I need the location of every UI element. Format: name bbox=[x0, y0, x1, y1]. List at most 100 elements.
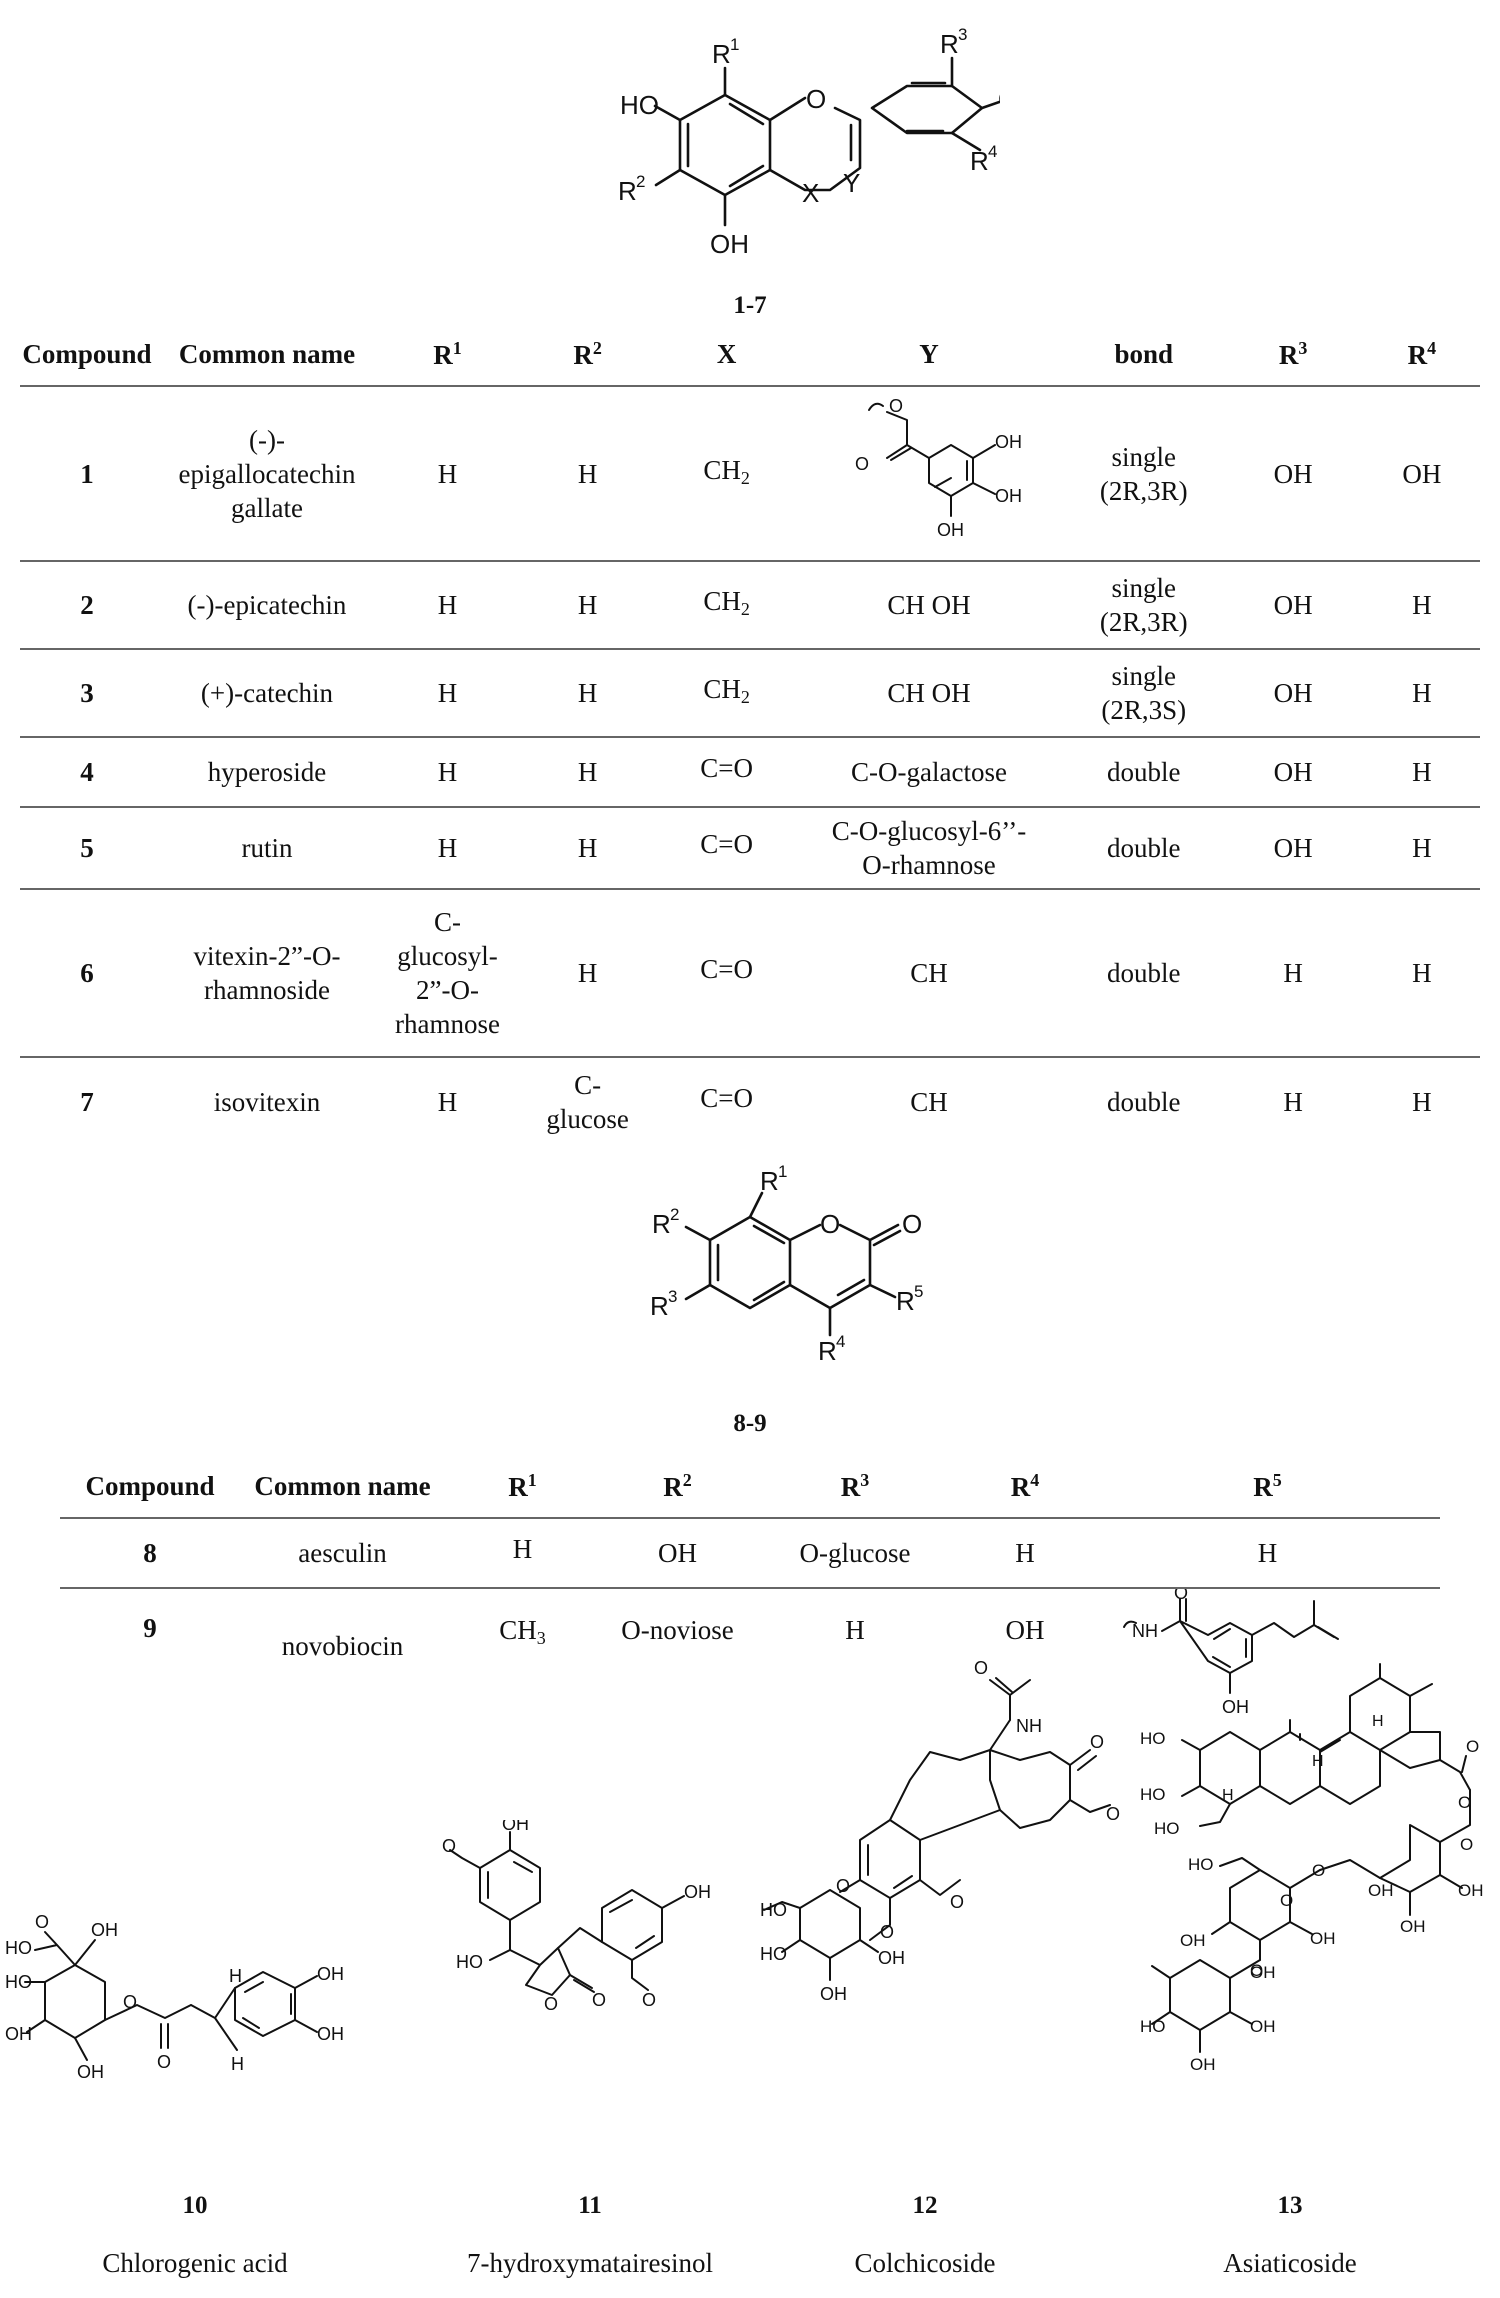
common-name: vitexin-2”-O- rhamnoside bbox=[153, 889, 381, 1058]
svg-text:HO: HO bbox=[760, 1944, 787, 1964]
r4-value: H bbox=[1363, 807, 1480, 890]
compound-13-number: 13 bbox=[1277, 2192, 1303, 2219]
common-name: aesculin bbox=[240, 1518, 445, 1589]
y-label: Y bbox=[843, 168, 860, 198]
svg-text:OH: OH bbox=[937, 520, 964, 540]
table-row: 5 rutin H H C=O C-O-glucosyl-6’’- O-rham… bbox=[20, 807, 1480, 890]
r4-value: H bbox=[1363, 889, 1480, 1058]
svg-text:O: O bbox=[157, 2052, 171, 2072]
compound-id: 5 bbox=[20, 807, 154, 890]
compound-id: 4 bbox=[20, 737, 154, 808]
svg-text:OH: OH bbox=[1250, 1963, 1276, 1982]
header-r5: R5 bbox=[1095, 1455, 1440, 1519]
r3-value: OH bbox=[1222, 807, 1364, 890]
r1-num: 1 bbox=[730, 35, 739, 54]
svg-text:HO: HO bbox=[760, 1900, 787, 1920]
r2-value: C- glucose bbox=[546, 1069, 629, 1134]
r4-value: H bbox=[1363, 649, 1480, 738]
header-r1: R1 bbox=[380, 323, 515, 387]
y-value: CH bbox=[793, 889, 1065, 1058]
r2-value: H bbox=[514, 737, 661, 808]
header-r3: R3 bbox=[1222, 323, 1364, 387]
x-value: C=O bbox=[660, 889, 794, 1058]
r1-value: C- glucosyl- 2”-O- rhamnose bbox=[380, 889, 515, 1058]
r3-value: O-glucose bbox=[755, 1518, 955, 1589]
table-row: 4 hyperoside H H C=O C-O-galactose doubl… bbox=[20, 737, 1480, 808]
x-label: X bbox=[802, 178, 819, 208]
compound-id: 3 bbox=[20, 649, 154, 738]
r3-num: 3 bbox=[958, 25, 967, 44]
bond-value: single (2R,3R) bbox=[1064, 386, 1223, 562]
compound-11-number: 11 bbox=[578, 2192, 602, 2219]
r3-value: OH bbox=[1222, 561, 1364, 650]
svg-text:1: 1 bbox=[778, 1162, 787, 1181]
r2-value: O-noviose bbox=[621, 1615, 734, 1645]
svg-text:OH: OH bbox=[502, 1820, 529, 1834]
svg-text:O: O bbox=[1250, 1961, 1263, 1980]
compound-10-number: 10 bbox=[182, 2192, 208, 2219]
table1-header-row: Compound Common name R1 R2 X Y bond R3 R… bbox=[20, 323, 1480, 387]
svg-text:O: O bbox=[902, 1209, 922, 1239]
svg-text:OH: OH bbox=[1310, 1929, 1336, 1948]
svg-text:HO: HO bbox=[1140, 2017, 1166, 2036]
r4-value: OH bbox=[1005, 1615, 1045, 1645]
r3-label: R bbox=[940, 29, 959, 59]
r3-value: OH bbox=[1222, 386, 1364, 562]
table-row: 8 aesculin H OH O-glucose H H bbox=[60, 1518, 1440, 1589]
r1-value: H bbox=[445, 1518, 600, 1589]
r2-value: H bbox=[514, 649, 661, 738]
compound-12-name: Colchicoside bbox=[854, 2248, 996, 2278]
bond-value: double bbox=[1064, 889, 1223, 1058]
oh-bottom-label: OH bbox=[710, 229, 749, 259]
r5-value: H bbox=[1095, 1518, 1440, 1589]
svg-text:O: O bbox=[1106, 1804, 1120, 1824]
bond-value: double bbox=[1064, 737, 1223, 808]
svg-text:OH: OH bbox=[820, 1984, 847, 2004]
colchicoside-structure: O NH O O O O O HO HO OH OH bbox=[760, 1658, 1120, 2004]
compound-id: 1 bbox=[20, 386, 154, 562]
r1-value: H bbox=[380, 649, 515, 738]
svg-text:O: O bbox=[123, 1992, 137, 2012]
r1-value: H bbox=[380, 386, 515, 562]
galloyl-ester-structure: O O OH OH OH bbox=[855, 396, 1022, 540]
header-r4: R4 bbox=[1363, 323, 1480, 387]
r1-value: H bbox=[380, 561, 515, 650]
header-compound: Compound bbox=[20, 323, 154, 387]
r3-value: OH bbox=[1222, 649, 1364, 738]
common-name: (+)-catechin bbox=[153, 649, 381, 738]
r2-value: H bbox=[514, 561, 661, 650]
header-common-name: Common name bbox=[240, 1455, 445, 1519]
svg-text:O: O bbox=[1090, 1732, 1104, 1752]
svg-text:OH: OH bbox=[1222, 1697, 1249, 1717]
r1-label: R bbox=[712, 39, 731, 69]
svg-text:OH: OH bbox=[77, 2062, 104, 2082]
svg-text:4: 4 bbox=[836, 1332, 845, 1351]
x-value: CH2 bbox=[660, 386, 794, 562]
header-r2: R2 bbox=[514, 323, 661, 387]
r4-value: H bbox=[1412, 1086, 1432, 1117]
bond-value: double bbox=[1064, 807, 1223, 890]
r5-value: O NH OH bbox=[1095, 1583, 1440, 1738]
y-value: CH OH bbox=[793, 561, 1065, 650]
r3-value: H bbox=[845, 1615, 865, 1645]
svg-text:OH: OH bbox=[1368, 1881, 1394, 1900]
svg-text:OH: OH bbox=[878, 1948, 905, 1968]
asiaticoside-structure: HO HO HO H H H O O O O O O OH OH OH OH O… bbox=[1140, 1663, 1484, 2074]
compound-id: 6 bbox=[20, 889, 154, 1058]
r1-value: H bbox=[380, 807, 515, 890]
y-value: CH OH bbox=[793, 649, 1065, 738]
svg-text:O: O bbox=[950, 1892, 964, 1912]
svg-text:H: H bbox=[1372, 1713, 1384, 1730]
table-row: 1 (-)- epigallocatechin gallate H H CH2 … bbox=[20, 386, 1480, 562]
header-r2: R2 bbox=[600, 1455, 755, 1519]
svg-text:O: O bbox=[974, 1658, 988, 1678]
bond-value: single (2R,3S) bbox=[1064, 649, 1223, 738]
prenyl-benzamide-structure: O NH OH bbox=[1122, 1583, 1339, 1717]
r3-value: H bbox=[1283, 1086, 1303, 1117]
header-compound: Compound bbox=[60, 1455, 240, 1519]
svg-text:H: H bbox=[1222, 1787, 1234, 1804]
r4-label: R bbox=[970, 146, 989, 176]
common-name: (-)- epigallocatechin gallate bbox=[153, 386, 381, 562]
r3-value: H bbox=[1222, 889, 1364, 1058]
r2-num: 2 bbox=[636, 172, 645, 191]
